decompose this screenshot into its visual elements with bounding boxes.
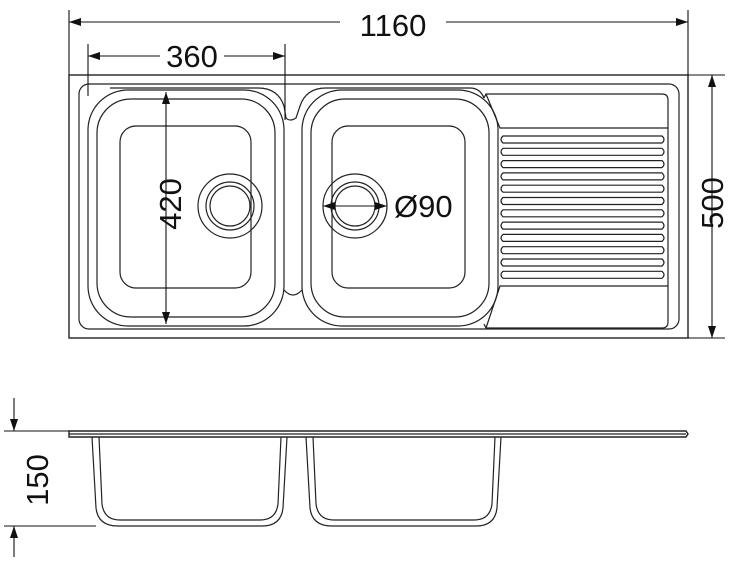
overall-width-label: 1160 bbox=[360, 8, 427, 43]
bowl-depth-label: 420 bbox=[153, 178, 188, 230]
drainboard-groove bbox=[500, 209, 665, 218]
overall-depth-label: 500 bbox=[695, 177, 730, 229]
bowl-width-label: 360 bbox=[166, 39, 218, 74]
drainboard-groove bbox=[500, 221, 665, 230]
dim-overall-depth: 500 bbox=[688, 74, 730, 339]
drainboard-groove bbox=[500, 233, 665, 242]
drainboard-groove bbox=[500, 270, 665, 279]
dim-bowl-depth: 420 bbox=[153, 92, 188, 324]
side-view: 150 bbox=[4, 398, 689, 557]
drainboard-groove bbox=[500, 184, 665, 193]
drainboard-groove bbox=[500, 246, 665, 255]
dim-drain-diameter: Ø90 bbox=[323, 189, 453, 224]
bowl-height-label: 150 bbox=[20, 454, 55, 506]
drainboard-groove bbox=[500, 172, 665, 181]
left-drain bbox=[197, 173, 263, 239]
top-view: 1160 360 420 Ø90 bbox=[68, 8, 730, 339]
drain-diameter-label: Ø90 bbox=[394, 189, 453, 224]
drainboard-groove bbox=[500, 147, 665, 156]
sink-inner-rim bbox=[78, 83, 680, 330]
dim-bowl-width: 360 bbox=[87, 39, 286, 120]
drainboard bbox=[483, 93, 669, 329]
drainboard-groove bbox=[500, 160, 665, 169]
drainboard-groove bbox=[500, 258, 665, 267]
dim-bowl-height: 150 bbox=[4, 398, 96, 557]
sink-outer-rim bbox=[68, 74, 689, 339]
left-bowl bbox=[87, 87, 485, 327]
drainboard-groove bbox=[500, 196, 665, 206]
drainboard-grooves bbox=[500, 135, 665, 279]
right-bowl-profile bbox=[305, 436, 502, 527]
dim-overall-width: 1160 bbox=[68, 8, 689, 75]
drainboard-groove bbox=[500, 135, 665, 144]
left-bowl-profile bbox=[91, 436, 288, 527]
